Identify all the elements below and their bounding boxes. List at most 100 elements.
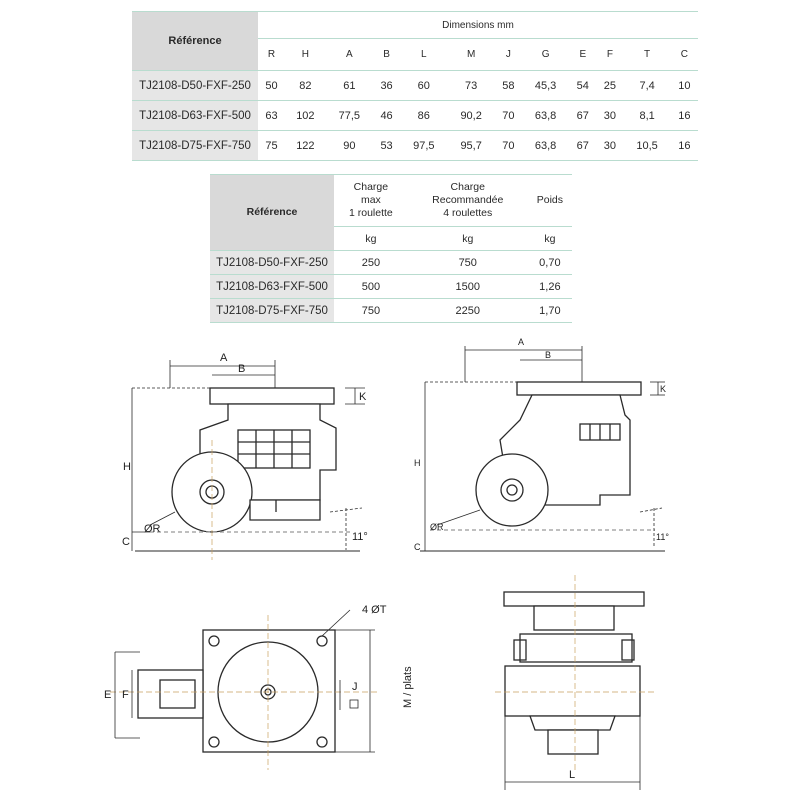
front-view [495, 575, 655, 790]
dim-label-a: A [220, 352, 228, 364]
dim-label-c: C [122, 536, 130, 548]
value-cell: 95,7 [447, 130, 495, 161]
table-row: TJ2108-D75-FXF-750 75 122 90 53 97,5 95,… [132, 130, 698, 161]
dim-label-angle: 11° [352, 531, 368, 543]
reference-cell: TJ2108-D63-FXF-500 [132, 100, 258, 131]
dim-label-holes: 4 ØT [362, 604, 387, 616]
value-cell: 77,5 [325, 100, 374, 131]
units-row: kg kg kg [210, 226, 572, 251]
header-line: Charge [450, 181, 485, 193]
value-cell: 102 [285, 100, 326, 131]
dimensions-columns-row: R H A B L M J G E F T C [132, 38, 698, 71]
column-header: E [569, 38, 597, 71]
side-view-large [131, 360, 365, 560]
value-cell: 500 [334, 274, 408, 299]
reference-header: Référence [132, 11, 258, 71]
column-header: B [373, 38, 401, 71]
dim-label-k-small: K [660, 384, 666, 394]
header-line: Recommandée [432, 194, 504, 206]
value-cell: 75 [258, 130, 286, 161]
value-cell: 1500 [407, 274, 528, 299]
dimension-labels: A B H K C ØR 11° A B H K C ØR 11° 4 ØT E… [104, 337, 669, 781]
column-header: L [400, 38, 448, 71]
dim-label-l: L [569, 769, 575, 781]
column-header: R [258, 38, 286, 71]
dim-label-b-small: B [545, 350, 551, 360]
reference-cell: TJ2108-D50-FXF-250 [132, 70, 258, 101]
table-row: TJ2108-D63-FXF-500 500 1500 1,26 [210, 274, 572, 299]
dim-label-r-small: ØR [430, 522, 444, 532]
value-cell: 25 [596, 70, 624, 101]
column-header: G [521, 38, 570, 71]
dim-label-c-small: C [414, 542, 421, 552]
header-line: 4 roulettes [443, 207, 493, 219]
dim-label-e: E [104, 689, 111, 701]
side-view-small [420, 346, 665, 552]
value-cell: 70 [494, 130, 522, 161]
max-load-header: Charge max 1 roulette [334, 174, 408, 227]
reference-header: Référence [210, 174, 334, 251]
dimensions-table: Référence Dimensions mm R H A B L M J G … [132, 11, 698, 161]
value-cell: 67 [569, 130, 597, 161]
column-header: F [596, 38, 624, 71]
column-header: J [494, 38, 522, 71]
value-cell: 2250 [407, 298, 528, 323]
unit-cell: kg [527, 226, 572, 251]
column-header: H [285, 38, 326, 71]
reference-cell: TJ2108-D75-FXF-750 [210, 298, 334, 323]
value-cell: 45,3 [521, 70, 570, 101]
dim-label-h-small: H [414, 458, 421, 468]
table-row: TJ2108-D50-FXF-250 250 750 0,70 [210, 250, 572, 275]
dim-label-j: J [352, 681, 358, 693]
value-cell: 750 [334, 298, 408, 323]
column-header: A [325, 38, 374, 71]
value-cell: 1,26 [527, 274, 572, 299]
dim-label-h: H [123, 461, 131, 473]
table-row: TJ2108-D50-FXF-250 50 82 61 36 60 73 58 … [132, 70, 698, 101]
value-cell: 86 [400, 100, 448, 131]
unit-cell: kg [407, 226, 528, 251]
value-cell: 50 [258, 70, 286, 101]
dimensions-header-row: Référence Dimensions mm [132, 11, 698, 71]
weight-header: Poids [527, 174, 572, 227]
value-cell: 30 [596, 130, 624, 161]
value-cell: 70 [494, 100, 522, 131]
value-cell: 0,70 [527, 250, 572, 275]
value-cell: 7,4 [623, 70, 671, 101]
value-cell: 63,8 [521, 130, 570, 161]
dim-label-k: K [359, 391, 367, 403]
value-cell: 46 [373, 100, 401, 131]
reference-cell: TJ2108-D50-FXF-250 [210, 250, 334, 275]
dim-label-m: M / plats [402, 666, 414, 708]
value-cell: 250 [334, 250, 408, 275]
value-cell: 90,2 [447, 100, 495, 131]
header-line: 1 roulette [348, 207, 393, 219]
value-cell: 750 [407, 250, 528, 275]
value-cell: 10,5 [623, 130, 671, 161]
value-cell: 82 [285, 70, 326, 101]
value-cell: 36 [373, 70, 401, 101]
table-row: TJ2108-D63-FXF-500 63 102 77,5 46 86 90,… [132, 100, 698, 131]
value-cell: 63,8 [521, 100, 570, 131]
unit-cell: kg [334, 226, 408, 251]
header-line: Charge [353, 181, 389, 193]
column-header: T [623, 38, 671, 71]
value-cell: 61 [325, 70, 374, 101]
header-line: max [360, 194, 381, 206]
column-header: M [447, 38, 495, 71]
load-table: Référence Charge max 1 roulette Charge R… [210, 174, 572, 323]
value-cell: 10 [670, 70, 698, 101]
dim-label-angle-small: 11° [656, 532, 669, 542]
dim-label-r: ØR [144, 523, 161, 535]
recommended-load-header: Charge Recommandée 4 roulettes [407, 174, 528, 227]
dim-label-a-small: A [518, 337, 524, 347]
value-cell: 63 [258, 100, 286, 131]
value-cell: 73 [447, 70, 495, 101]
value-cell: 53 [373, 130, 401, 161]
value-cell: 97,5 [400, 130, 448, 161]
value-cell: 60 [400, 70, 448, 101]
load-header-row: Référence Charge max 1 roulette Charge R… [210, 174, 572, 251]
technical-drawings: A B H K C ØR 11° A B H K C ØR 11° 4 ØT E… [104, 337, 669, 790]
value-cell: 67 [569, 100, 597, 131]
value-cell: 16 [670, 130, 698, 161]
